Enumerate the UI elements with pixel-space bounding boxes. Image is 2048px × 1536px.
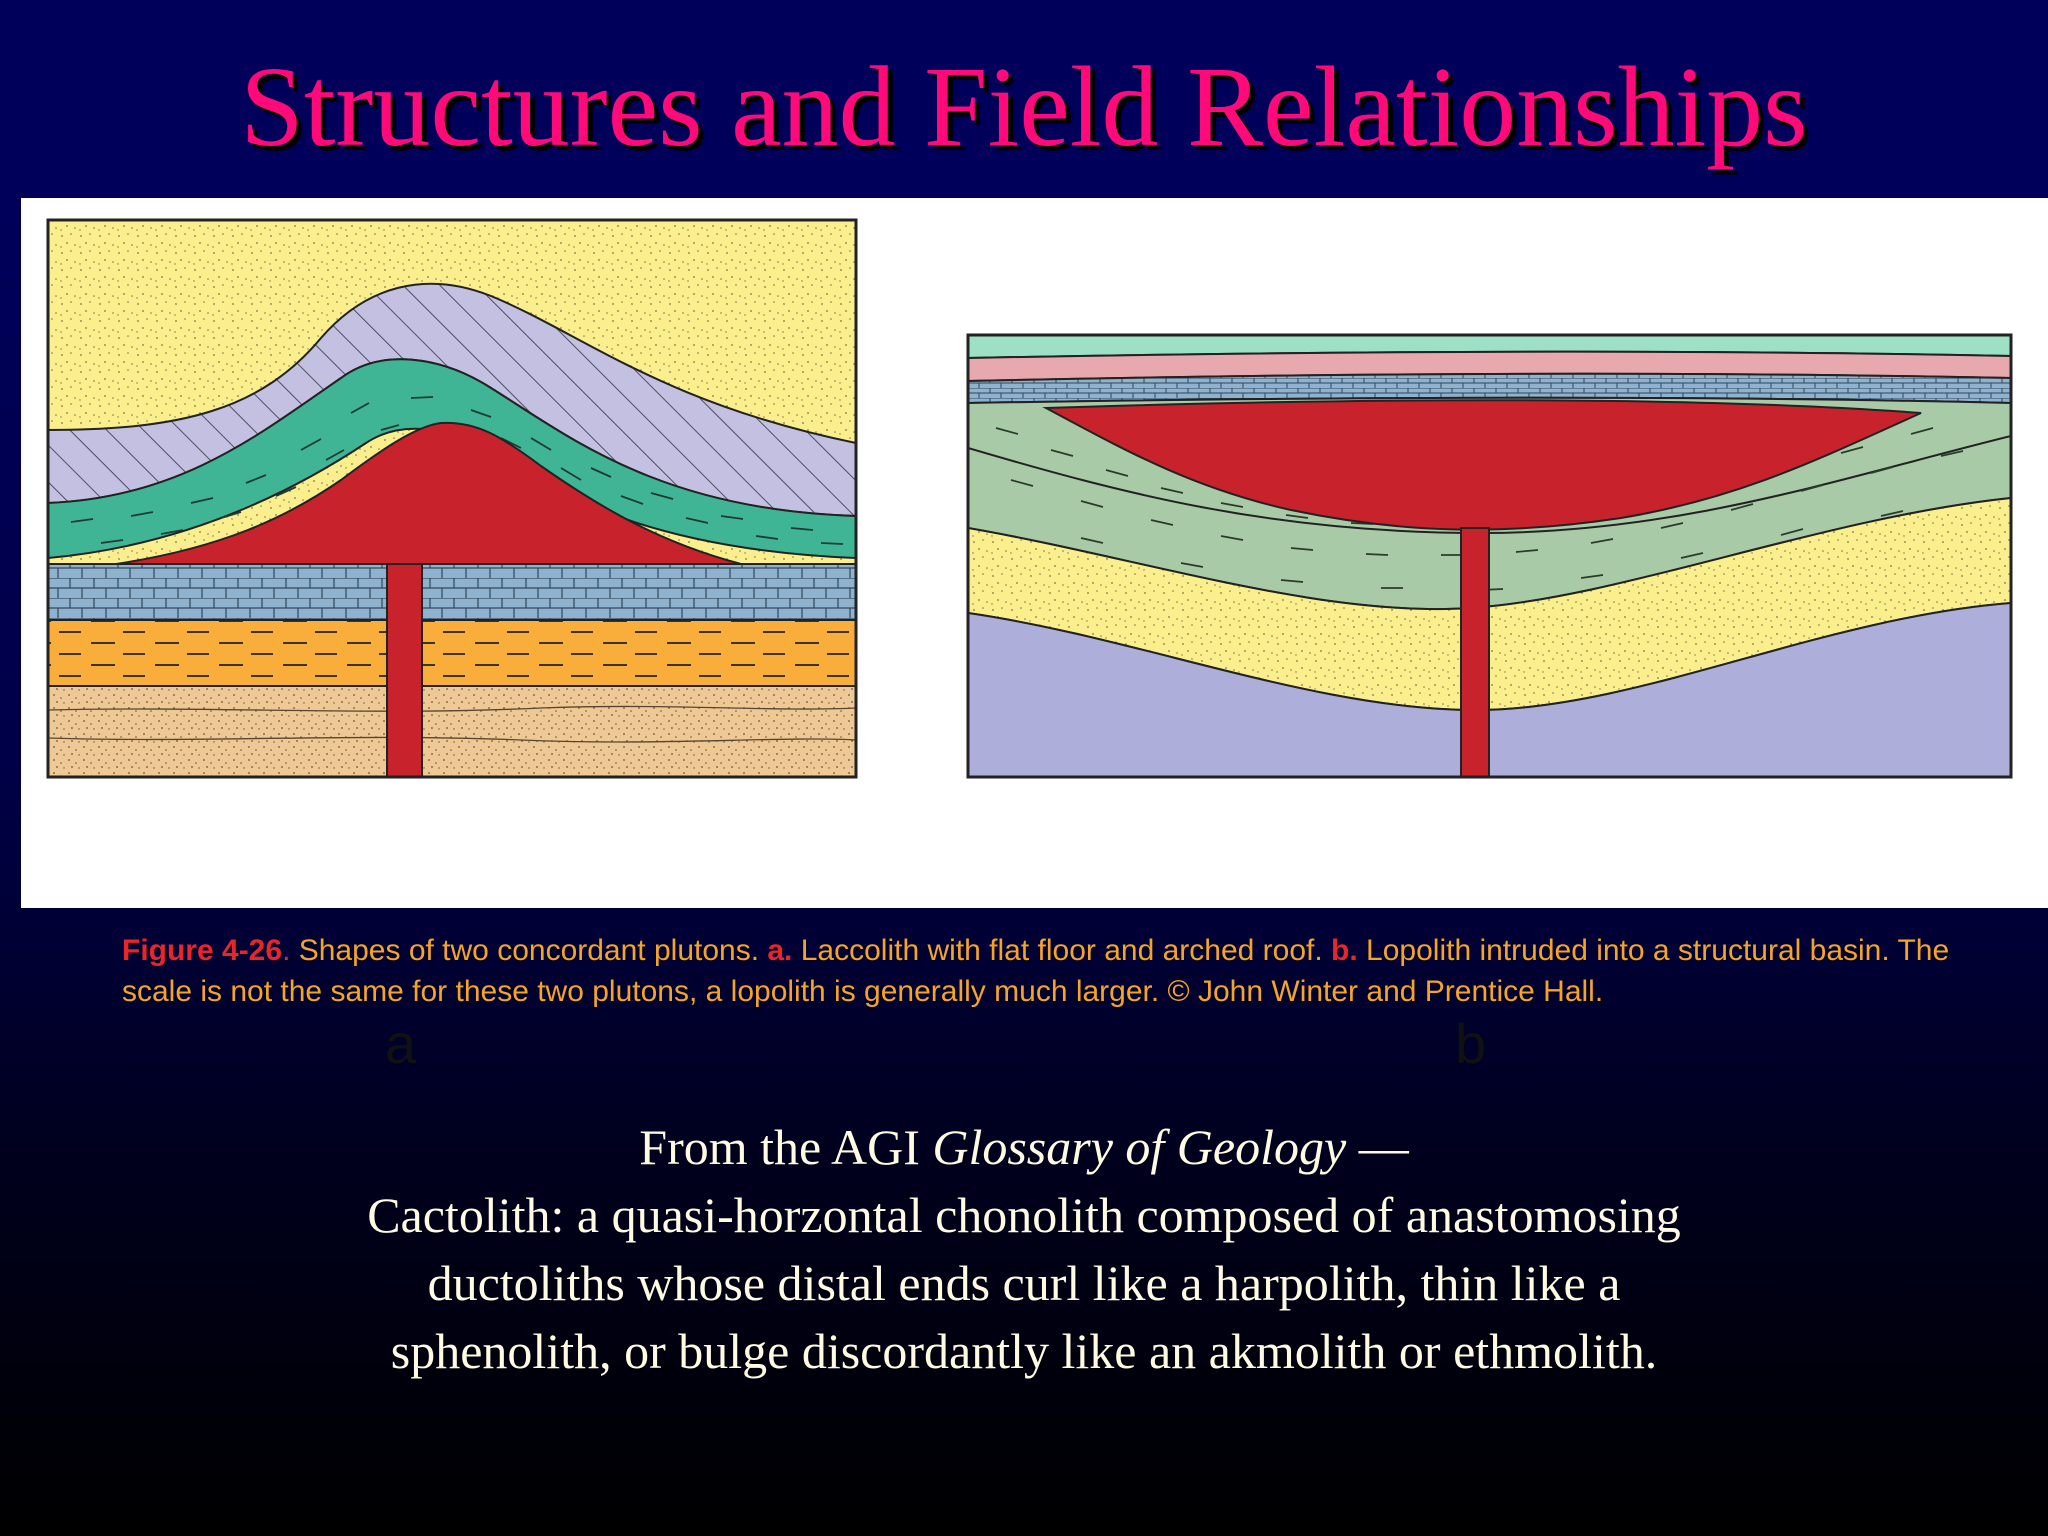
definition-line-2: Cactolith: a quasi-horzontal chonolith c… — [367, 1187, 1681, 1243]
figure-panel: a b — [21, 198, 2048, 1075]
definition-source-title: Glossary of Geology — [932, 1119, 1347, 1175]
caption-separator: . — [282, 934, 291, 967]
definition-source-prefix: From the AGI — [639, 1119, 933, 1175]
caption-text-b: Lopolith intruded into a structural basi… — [122, 934, 1950, 1008]
caption-label-b: b. — [1331, 934, 1358, 967]
lopolith-cross-section — [968, 335, 2011, 777]
caption-figure-number: Figure 4-26 — [122, 934, 283, 967]
definition-line-3: ductoliths whose distal ends curl like a… — [427, 1255, 1621, 1311]
caption-label-a: a. — [767, 934, 793, 967]
glossary-definition: From the AGI Glossary of Geology — Cacto… — [150, 1113, 1898, 1385]
figure-caption: Figure 4-26. Shapes of two concordant pl… — [122, 930, 1952, 1012]
caption-intro: Shapes of two concordant plutons. — [290, 934, 768, 967]
definition-source-line: From the AGI Glossary of Geology — — [150, 1113, 1898, 1181]
slide-title: Structures and Field Relationships — [240, 43, 1808, 170]
definition-source-suffix: — — [1346, 1119, 1409, 1175]
pluton-diagram — [46, 218, 2013, 779]
laccolith-cross-section — [48, 220, 856, 777]
panel-a-label: a — [385, 1012, 417, 1075]
caption-text-a: Laccolith with flat floor and arched roo… — [792, 934, 1332, 967]
definition-line-4: sphenolith, or bulge discordantly like a… — [390, 1323, 1658, 1379]
panel-b-label: b — [1455, 1012, 1487, 1075]
